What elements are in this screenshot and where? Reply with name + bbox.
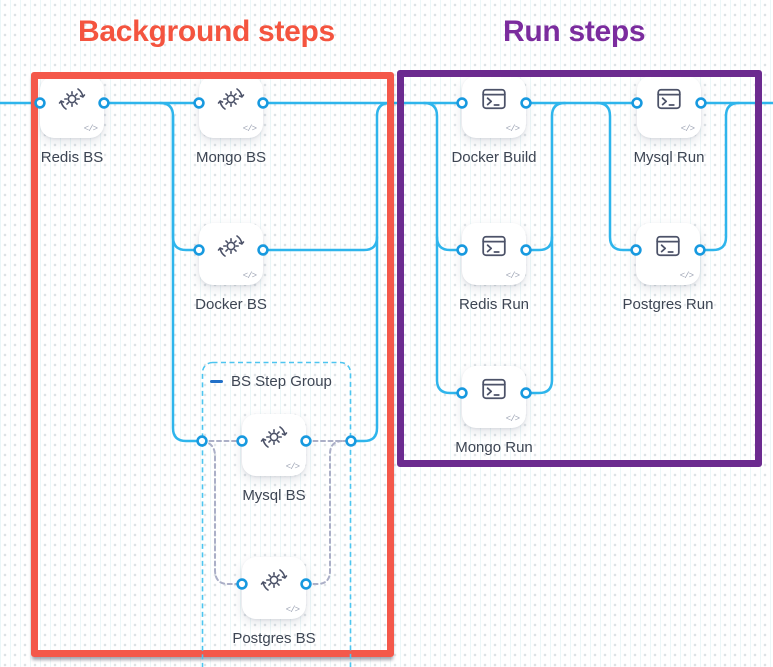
merge-from-step-group <box>349 235 379 443</box>
sync-gear-icon <box>258 564 290 596</box>
node-label-mysql-bs: Mysql BS <box>242 487 306 504</box>
node-mysql-run[interactable]: </> <box>637 76 701 138</box>
node-mongo-bs[interactable]: </> <box>199 76 263 138</box>
terminal-icon <box>653 83 685 115</box>
node-mysql-bs[interactable]: </> <box>242 414 306 476</box>
terminal-icon <box>652 230 684 262</box>
step-group-header[interactable]: BS Step Group <box>210 373 332 390</box>
node-postgres-run[interactable]: </> <box>636 223 700 285</box>
code-badge-icon: </> <box>505 271 520 281</box>
code-badge-icon: </> <box>285 605 300 615</box>
node-redis-run[interactable]: </> <box>462 223 526 285</box>
sync-gear-icon <box>56 83 88 115</box>
split-to-mongo-run <box>435 235 464 395</box>
code-badge-icon: </> <box>505 124 520 134</box>
collapse-minus-icon[interactable] <box>210 380 223 383</box>
sync-gear-icon <box>215 230 247 262</box>
node-label-docker-build: Docker Build <box>451 149 537 166</box>
node-label-postgres-run: Postgres Run <box>622 296 714 313</box>
merge-from-postgres-run <box>698 101 741 252</box>
node-label-mongo-bs: Mongo BS <box>195 149 267 166</box>
code-badge-icon: </> <box>680 124 695 134</box>
node-label-redis-run: Redis Run <box>458 296 530 313</box>
code-badge-icon: </> <box>83 124 98 134</box>
code-badge-icon: </> <box>679 271 694 281</box>
node-mongo-run[interactable]: </> <box>462 366 526 428</box>
code-badge-icon: </> <box>285 462 300 472</box>
merge-from-mongo-run <box>524 235 554 395</box>
code-badge-icon: </> <box>242 271 257 281</box>
split-to-postgres-run <box>595 101 638 252</box>
node-label-docker-bs: Docker BS <box>195 296 267 313</box>
node-label-redis-bs: Redis BS <box>40 149 104 166</box>
step-group-label: BS Step Group <box>231 373 332 390</box>
terminal-icon <box>478 373 510 405</box>
node-redis-bs[interactable]: </> <box>40 76 104 138</box>
node-label-mysql-run: Mysql Run <box>633 149 705 166</box>
code-badge-icon: </> <box>505 414 520 424</box>
split-to-step-group <box>171 114 204 443</box>
terminal-icon <box>478 230 510 262</box>
code-badge-icon: </> <box>242 124 257 134</box>
node-docker-build[interactable]: </> <box>462 76 526 138</box>
node-docker-bs[interactable]: </> <box>199 223 263 285</box>
sync-gear-icon <box>258 421 290 453</box>
terminal-icon <box>478 83 510 115</box>
node-postgres-bs[interactable]: </> <box>242 557 306 619</box>
node-label-postgres-bs: Postgres BS <box>232 630 316 647</box>
node-label-mongo-run: Mongo Run <box>455 439 533 456</box>
sync-gear-icon <box>215 83 247 115</box>
